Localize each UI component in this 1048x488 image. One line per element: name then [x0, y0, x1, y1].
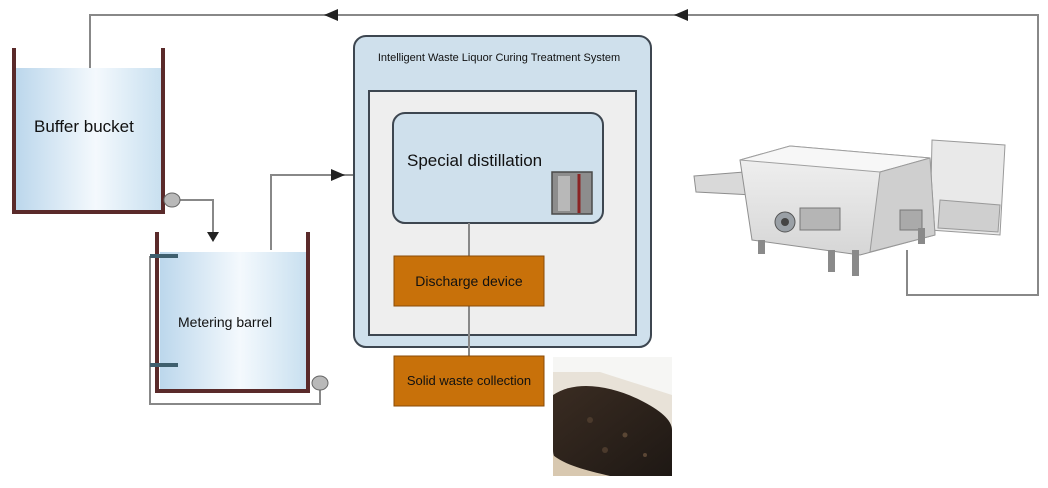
system-title: Intelligent Waste Liquor Curing Treatmen… [377, 52, 621, 64]
metering-barrel [149, 232, 321, 405]
metering-barrel-label: Metering barrel [178, 314, 273, 330]
special-distillation-label: Special distillation [407, 151, 543, 170]
arrow-left-2 [674, 9, 688, 21]
arrow-left-1 [324, 9, 338, 21]
buffer-bucket [12, 48, 165, 214]
distillation-box [392, 112, 604, 224]
return-pipe [89, 14, 1039, 296]
control-panel-icon [551, 171, 593, 215]
discharge-device-label: Discharge device [415, 273, 523, 289]
plate-processor-machine-image [693, 139, 1006, 276]
feed-pipe [270, 169, 393, 250]
buffer-bucket-label: Buffer bucket [34, 117, 134, 136]
pump-icon [311, 375, 329, 391]
solid-waste-collection-label: Solid waste collection [406, 373, 532, 388]
solid-waste-box [393, 355, 545, 407]
pump-icon [163, 192, 219, 242]
solid-waste-photo [553, 357, 672, 476]
discharge-box [393, 255, 545, 307]
